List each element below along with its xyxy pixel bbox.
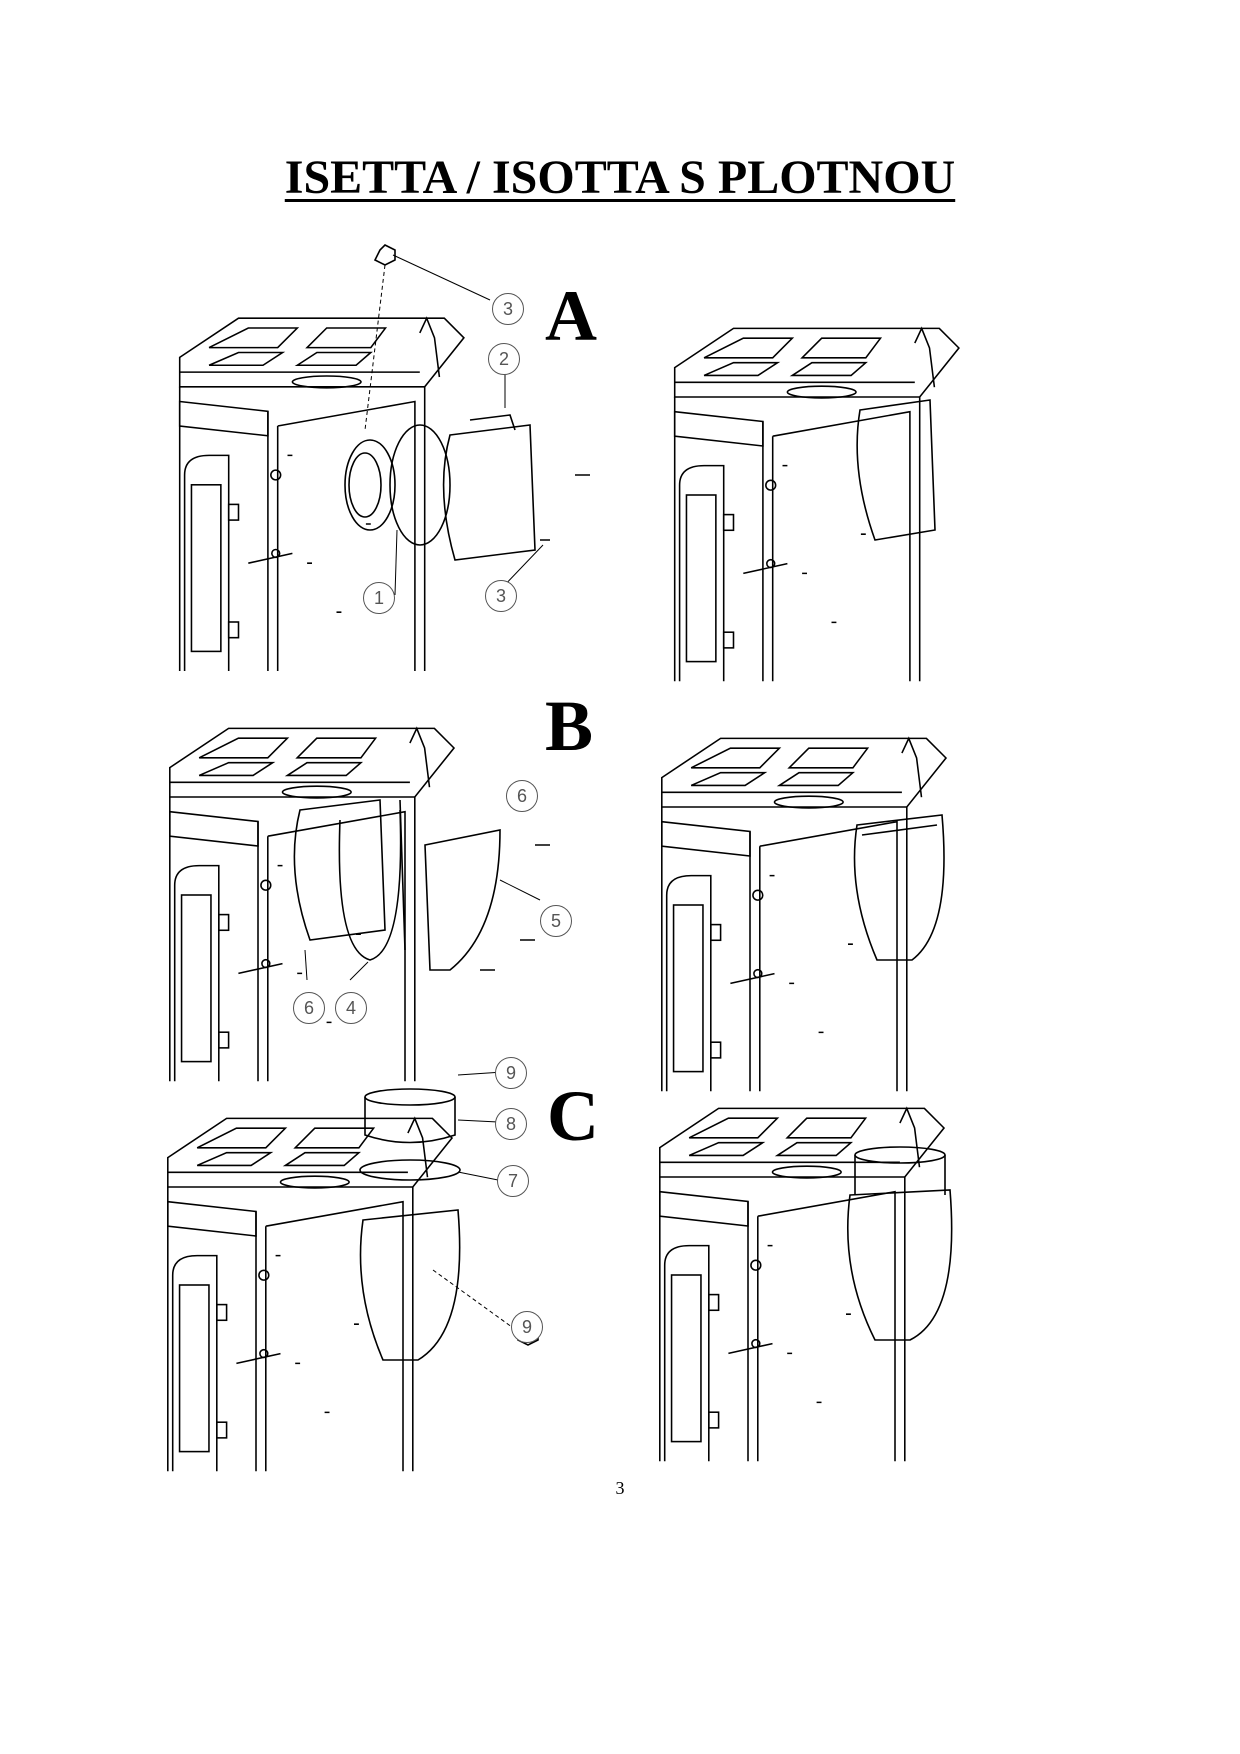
callout-4-gasket: 4 — [335, 992, 367, 1024]
callout-3-nut: 3 — [492, 293, 524, 325]
diagram-b-assembled — [661, 737, 947, 1092]
callout-7-gasket: 7 — [497, 1165, 529, 1197]
callout-8-flue-collar: 8 — [495, 1108, 527, 1140]
page-title: ISETTA / ISOTTA S PLOTNOU — [284, 151, 956, 204]
callout-3-screw: 3 — [485, 580, 517, 612]
callout-6-screw-bottom: 6 — [293, 992, 325, 1024]
step-letter-c: C — [547, 1076, 599, 1156]
diagram-a-assembled — [673, 327, 960, 682]
callout-5-cover: 5 — [540, 905, 572, 937]
diagram-c-exploded — [167, 1071, 539, 1472]
callout-9-nut: 9 — [511, 1311, 543, 1343]
callout-9-screw: 9 — [495, 1057, 527, 1089]
callout-1-gasket: 1 — [363, 582, 395, 614]
page-number: 3 — [615, 1478, 625, 1498]
step-letter-b: B — [545, 686, 594, 766]
callout-6-screw-top: 6 — [506, 780, 538, 812]
callout-2-flue-adapter: 2 — [488, 343, 520, 375]
step-letter-a: A — [545, 276, 597, 356]
diagram-a-exploded — [178, 244, 590, 672]
diagram-b-exploded — [169, 727, 550, 1082]
diagram-c-assembled — [659, 1107, 953, 1462]
